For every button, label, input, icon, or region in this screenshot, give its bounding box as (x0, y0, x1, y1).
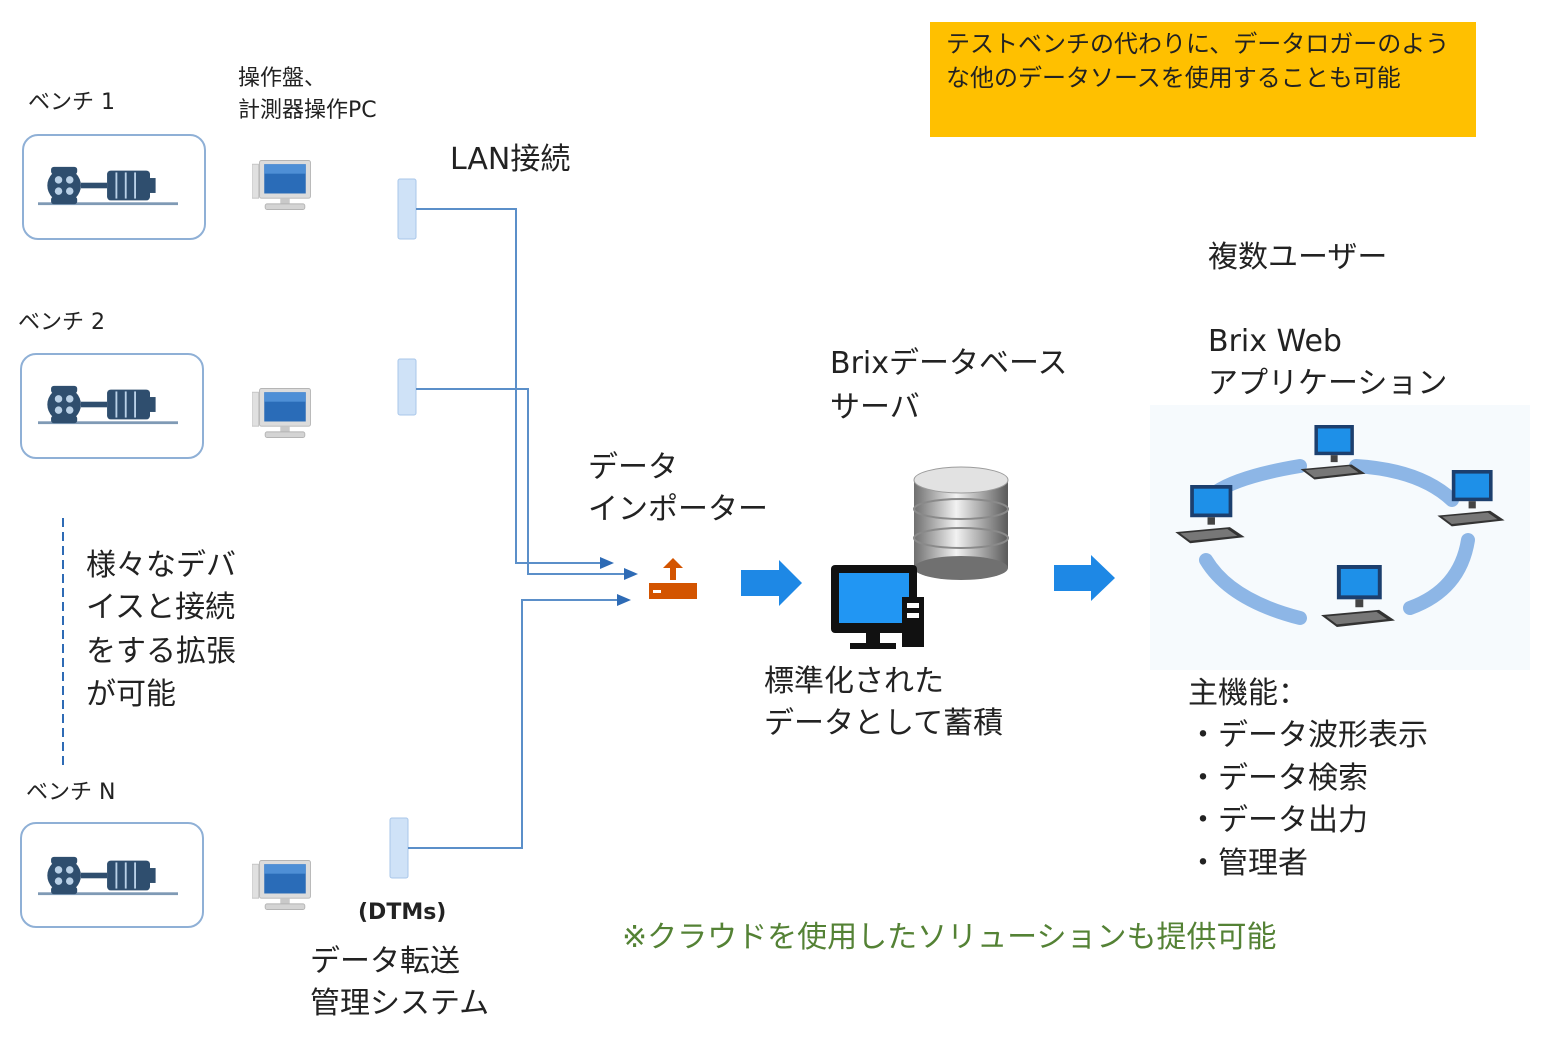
upload-icon (649, 558, 697, 599)
webapp-line-1: Brix Web (1208, 324, 1342, 359)
engine-icon (38, 384, 178, 426)
dtm-line-2: 管理システム (310, 986, 490, 1021)
arrow-right-icon (741, 560, 802, 606)
feature-item-3: ・データ出力 (1188, 803, 1368, 838)
storage-line-1: 標準化された (764, 664, 944, 699)
switch-icon (397, 178, 417, 240)
webapp-line-2: アプリケーション (1208, 366, 1448, 401)
feature-item-2: ・データ検索 (1188, 761, 1368, 796)
expansion-line-1: 様々なデバ (86, 548, 236, 583)
switch-icon (397, 358, 417, 416)
computer-icon (252, 860, 311, 910)
switch-icon (389, 817, 409, 879)
db-server-line-2: サーバ (830, 390, 920, 425)
bench-1-label: ベンチ 1 (28, 90, 115, 115)
operator-pc-label-1: 操作盤、 (238, 66, 327, 91)
expansion-line-3: をする拡張 (86, 634, 236, 669)
engine-icon (38, 855, 178, 897)
operator-pc-label-2: 計測器操作PC (238, 98, 377, 123)
users-label: 複数ユーザー (1208, 240, 1388, 275)
dtm-line-1: データ転送 (310, 944, 460, 979)
importer-line-2: インポーター (588, 492, 768, 527)
database-icon (913, 466, 1009, 580)
lan-label: LAN接続 (450, 142, 571, 177)
arrow-right-icon (1054, 555, 1115, 601)
engine-icon (38, 165, 178, 207)
cloud-note: ※クラウドを使用したソリューションも提供可能 (622, 920, 1277, 955)
storage-line-2: データとして蓄積 (764, 706, 1004, 741)
server-monitor-icon (831, 565, 924, 649)
bench-n-label: ベンチ N (26, 780, 116, 805)
note-box: テストベンチの代わりに、データロガーのような他のデータソースを使用することも可能 (930, 22, 1476, 137)
features-title: 主機能： (1188, 676, 1308, 711)
feature-item-1: ・データ波形表示 (1188, 718, 1428, 753)
computer-icon (252, 160, 311, 210)
expansion-line-2: イスと接続 (86, 590, 236, 625)
computer-icon (252, 388, 311, 438)
bench-2-label: ベンチ 2 (18, 310, 105, 335)
expansion-line-4: が可能 (86, 677, 176, 712)
db-server-line-1: Brixデータベース (830, 346, 1068, 381)
note-text: テストベンチの代わりに、データロガーのような他のデータソースを使用することも可能 (946, 30, 1450, 92)
importer-line-1: データ (588, 450, 678, 485)
feature-item-4: ・管理者 (1188, 846, 1308, 881)
dtm-code: (DTMs) (358, 900, 447, 925)
